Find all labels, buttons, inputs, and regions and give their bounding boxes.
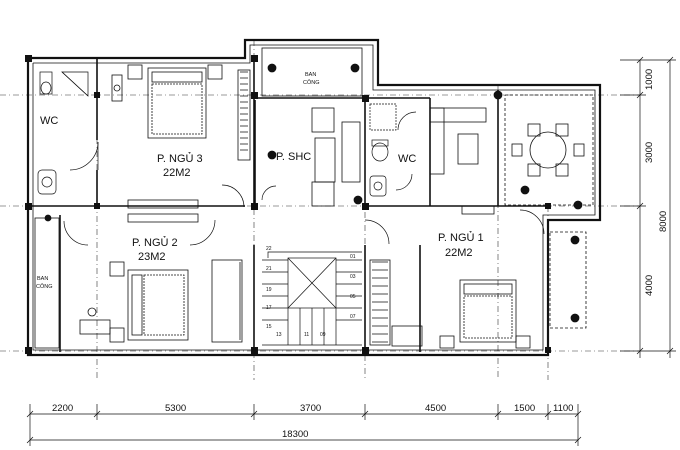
wc-left-fixtures — [37, 71, 89, 195]
dimension-labels-bottom: 2200 5300 3700 4500 1500 1100 18300 — [52, 403, 573, 440]
dimension-label: 3000 — [644, 142, 655, 163]
room-area-bedroom1: 22M2 — [445, 247, 473, 259]
stair-step-label: 09 — [320, 332, 326, 338]
stair-numbers: 22 21 19 17 15 13 11 09 01 03 05 07 — [266, 246, 356, 338]
stair-step-label: 17 — [266, 305, 272, 311]
balcony-top — [261, 47, 363, 97]
dimension-label: 1500 — [514, 403, 535, 414]
room-label-wc-mid: WC — [398, 153, 416, 165]
dimension-label: 2200 — [52, 403, 73, 414]
balcony-left-label: CÔNG — [36, 283, 53, 290]
stair-step-label: 01 — [350, 254, 356, 260]
stair-step-label: 11 — [304, 332, 309, 338]
room-label-shc: P. SHC — [276, 151, 311, 163]
room-label-wc-left: WC — [40, 115, 58, 127]
balcony-top-label: BAN — [305, 72, 316, 78]
dimension-lines-right — [620, 56, 676, 358]
dimension-label: 3700 — [300, 403, 321, 414]
total-dimension-label: 8000 — [658, 211, 669, 232]
dimension-label: 1000 — [644, 69, 655, 90]
lounge-furniture — [429, 90, 594, 215]
dimension-label: 4500 — [425, 403, 446, 414]
balcony-left-label: BAN — [37, 276, 48, 282]
interior-walls — [30, 58, 545, 352]
room-label-bedroom1: P. NGỦ 1 — [438, 231, 484, 244]
axis-lines — [0, 40, 640, 380]
dimension-labels-right: 1000 3000 4000 8000 — [644, 69, 669, 296]
stair-step-label: 19 — [266, 287, 272, 293]
room-labels: WC P. NGỦ 3 22M2 P. SHC WC P. NGỦ 2 23M2… — [36, 72, 484, 290]
stair-step-label: 22 — [266, 246, 272, 252]
shc-furniture — [267, 107, 363, 207]
room-label-bedroom2: P. NGỦ 2 — [132, 236, 178, 249]
stair-step-label: 15 — [266, 324, 272, 330]
room-area-bedroom2: 23M2 — [138, 251, 166, 263]
dimension-lines-bottom — [26, 404, 582, 446]
outer-walls — [26, 38, 602, 357]
dimension-label: 1100 — [553, 403, 573, 414]
stair-step-label: 03 — [350, 274, 356, 280]
total-dimension-label: 18300 — [282, 429, 308, 440]
staircase — [262, 251, 362, 346]
room-area-bedroom3: 22M2 — [163, 167, 191, 179]
balcony-top-label: CÔNG — [303, 79, 320, 86]
stair-step-label: 13 — [276, 332, 282, 338]
door-swings — [63, 111, 545, 246]
wc-mid-fixtures — [369, 103, 397, 197]
dimension-label: 4000 — [644, 275, 655, 296]
dimension-label: 5300 — [165, 403, 186, 414]
columns — [25, 55, 551, 354]
stair-step-label: 21 — [266, 266, 272, 272]
bedroom3-furniture — [111, 64, 251, 209]
room-label-bedroom3: P. NGỦ 3 — [157, 152, 203, 165]
balcony-left — [34, 214, 60, 349]
stair-step-label: 07 — [350, 314, 356, 320]
bedroom1-furniture — [369, 231, 587, 349]
stair-step-label: 05 — [350, 294, 356, 300]
bedroom2-furniture — [79, 213, 243, 343]
